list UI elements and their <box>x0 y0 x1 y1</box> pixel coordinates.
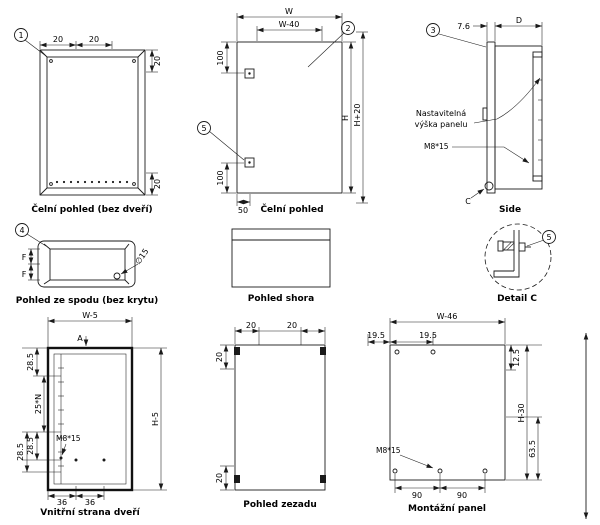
balloon-2-label: 2 <box>345 24 350 33</box>
dim-label: 20 <box>153 179 162 189</box>
dim-label: 19.5 <box>367 331 385 340</box>
view-caption: Vnitřní strana dveří <box>40 508 140 518</box>
section-marker-a: A <box>77 334 83 343</box>
vent-holes <box>55 180 129 184</box>
dim-label: 36 <box>57 498 67 507</box>
balloon-5 <box>542 230 556 244</box>
balloon-4 <box>15 223 29 237</box>
balloon-4-label: 4 <box>19 226 24 235</box>
dim-label: H+20 <box>353 104 362 127</box>
view-caption: Pohled shora <box>248 294 314 304</box>
dim-label: 90 <box>412 491 422 500</box>
view-caption: Montážní panel <box>408 504 486 514</box>
view-door-inner: W-5 A 28.5 25*N 28.5 28.5 M8*15 36 36 H-… <box>16 311 167 518</box>
view-rear: 20 20 20 20 Pohled zezadu <box>215 321 326 510</box>
dim-label: 19.5 <box>419 331 437 340</box>
adjustable-panel-label-line2: výška panelu <box>415 119 468 129</box>
bolt-spec-label: M8*15 <box>56 434 81 443</box>
dim-label: 100 <box>216 170 225 185</box>
view-side: 3 7.6 D Nastavitelná výška panelu M8*15 … <box>415 16 543 215</box>
dim-label: W-46 <box>437 312 458 321</box>
dim-label: 20 <box>215 473 224 483</box>
dim-label: 20 <box>215 352 224 362</box>
view-front: 2 5 W W-40 100 100 50 H H+20 Čelní pohle… <box>197 7 368 215</box>
balloon-2 <box>341 21 355 35</box>
bolt-spec-label: M8*15 <box>424 142 449 151</box>
view-detail-c: 5 Detail C <box>484 223 556 304</box>
view-caption: Čelní pohled (bez dveří) <box>31 203 152 215</box>
dim-label: 63.5 <box>528 440 537 458</box>
dim-label: 36 <box>85 498 95 507</box>
dim-label: W-5 <box>82 311 98 320</box>
dim-label: H-5 <box>151 412 160 426</box>
balloon-3 <box>426 23 440 37</box>
dim-label: D <box>516 16 522 25</box>
dim-label: 20 <box>53 35 63 44</box>
dim-label: H-30 <box>517 403 526 422</box>
dim-label: 20 <box>153 56 162 66</box>
balloon-1-label: 1 <box>18 31 23 40</box>
dim-label: 20 <box>89 35 99 44</box>
dim-label: 7.6 <box>457 22 470 31</box>
view-caption: Pohled zezadu <box>243 500 316 510</box>
dim-label: 28.5 <box>26 437 35 455</box>
balloon-5-label: 5 <box>546 233 551 242</box>
dim-label: 28.5 <box>26 353 35 371</box>
bolt-spec-label: M8*15 <box>376 446 401 455</box>
view-top: Pohled shora <box>231 228 331 304</box>
balloon-5-label: 5 <box>201 124 206 133</box>
detail-c-marker: C <box>465 197 471 206</box>
view-caption: Side <box>499 205 521 215</box>
dim-label: 50 <box>238 206 248 215</box>
view-caption: Pohled ze spodu (bez krytu) <box>16 296 159 306</box>
dim-label: 28.5 <box>16 443 25 461</box>
balloon-5 <box>197 121 211 135</box>
dim-label: F <box>22 253 27 262</box>
dim-label: 20 <box>246 321 256 330</box>
dim-label: 20 <box>287 321 297 330</box>
dim-label: H <box>341 115 350 121</box>
balloon-1 <box>14 28 28 42</box>
diameter-label: ∅15 <box>133 247 150 266</box>
dim-label: 12.5 <box>512 349 521 367</box>
adjustable-panel-label-line1: Nastavitelná <box>416 109 466 118</box>
dim-label: 90 <box>457 491 467 500</box>
view-front-no-door: 1 20 20 20 20 Čelní pohled (b <box>14 28 162 215</box>
dim-label: W-40 <box>279 20 300 29</box>
dim-label: W <box>285 7 293 16</box>
dim-label: F <box>22 270 27 279</box>
view-bottom: 4 F F ∅15 Pohled ze spodu (bez krytu) <box>15 223 159 306</box>
dim-label: 25*N <box>34 394 43 414</box>
view-caption: Detail C <box>497 294 537 304</box>
dim-label: 100 <box>216 50 225 65</box>
balloon-3-label: 3 <box>430 26 435 35</box>
view-mounting-panel: W-46 19.5 19.5 12.5 H-30 63.5 M8*15 90 9… <box>367 312 589 519</box>
view-caption: Čelní pohled <box>260 203 323 215</box>
